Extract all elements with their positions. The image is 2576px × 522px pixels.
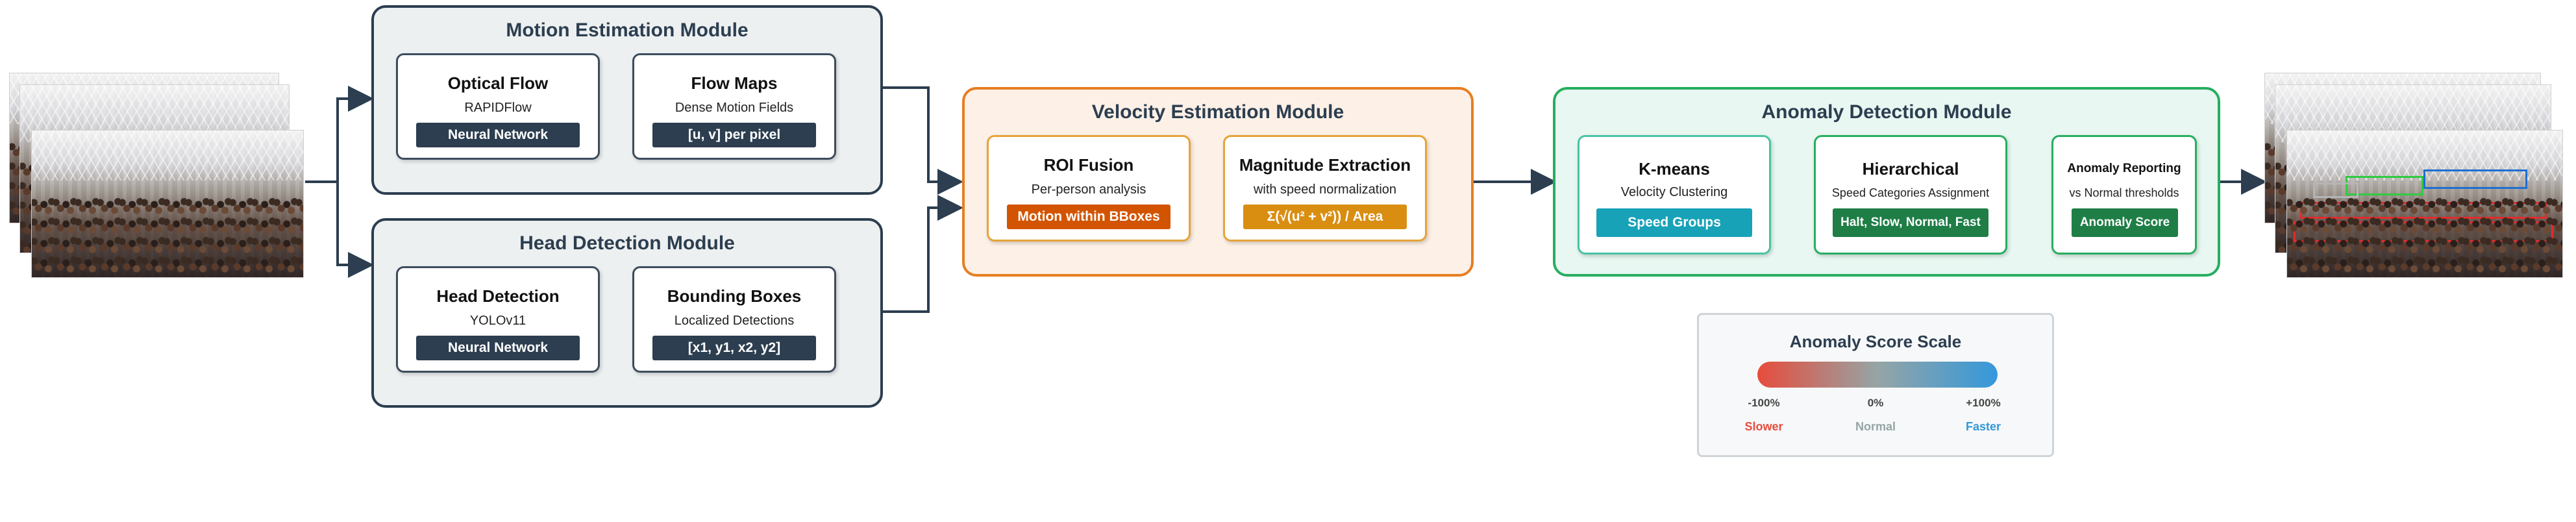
card-title: Flow Maps [691,73,778,93]
detection-box-red [2300,202,2547,219]
card-subtitle: Per-person analysis [1031,182,1146,197]
card-badge: Σ(√(u² + v²)) / Area [1243,205,1407,229]
roi-fusion-card: ROI Fusion Per-person analysis Motion wi… [987,135,1191,242]
scale-title: Anomaly Score Scale [1789,332,1962,351]
card-subtitle: YOLOv11 [469,314,526,328]
detection-box-blue [2423,169,2527,189]
card-title: Hierarchical [1862,159,1959,179]
detection-box-gray [2313,182,2359,198]
card-subtitle: Velocity Clustering [1620,185,1728,199]
card-subtitle: with speed normalization [1253,182,1397,197]
card-badge: [u, v] per pixel [652,123,816,147]
kmeans-card: K-means Velocity Clustering Speed Groups [1578,135,1771,255]
card-title: ROI Fusion [1043,155,1134,175]
anomaly-score-scale: Anomaly Score Scale -100% 0% +100% Slowe… [1697,313,2054,457]
card-badge: Neural Network [416,123,580,147]
card-title: K-means [1639,159,1710,179]
optical-flow-card: Optical Flow RAPIDFlow Neural Network [396,53,600,160]
hierarchical-card: Hierarchical Speed Categories Assignment… [1814,135,2007,255]
detection-box-red [2294,221,2553,242]
card-subtitle: Speed Categories Assignment [1831,186,1990,199]
module-title: Motion Estimation Module [506,19,749,41]
scale-tick-max: +100% [1966,397,2001,409]
head-detection-card: Head Detection YOLOv11 Neural Network [396,266,600,373]
bounding-boxes-card: Bounding Boxes Localized Detections [x1,… [632,266,836,373]
flow-maps-card: Flow Maps Dense Motion Fields [u, v] per… [632,53,836,160]
anomaly-detection-module: Anomaly Detection Module K-means Velocit… [1553,87,2220,277]
detection-box-green [2346,176,2423,195]
card-subtitle: Dense Motion Fields [675,101,794,115]
module-title: Velocity Estimation Module [1091,101,1344,123]
motion-estimation-module: Motion Estimation Module Optical Flow RA… [371,5,883,195]
module-title: Head Detection Module [519,232,735,254]
card-title: Magnitude Extraction [1239,155,1411,175]
velocity-estimation-module: Velocity Estimation Module ROI Fusion Pe… [962,87,1474,277]
card-badge: [x1, y1, x2, y2] [652,336,816,360]
scale-tick-mid: 0% [1867,397,1884,409]
card-badge: Motion within BBoxes [1007,205,1170,229]
anomaly-reporting-card: Anomaly Reporting vs Normal thresholds A… [2051,135,2197,255]
card-title: Bounding Boxes [667,286,802,306]
card-badge: Halt, Slow, Normal, Fast [1833,208,1988,237]
arrow-input-to-head [305,180,374,278]
card-subtitle: RAPIDFlow [464,101,532,115]
scale-gradient-bar [1757,362,1998,388]
card-badge: Anomaly Score [2072,208,2178,237]
card-title: Head Detection [436,286,560,306]
card-badge: Neural Network [416,336,580,360]
scale-word-normal: Normal [1855,420,1896,433]
head-detection-module: Head Detection Module Head Detection YOL… [371,218,883,408]
arrow-motion-to-velocity [883,86,963,195]
card-title: Anomaly Reporting [2067,162,2181,175]
output-frame-front [2286,130,2563,278]
arrow-input-to-motion [305,86,374,183]
scale-tick-min: -100% [1748,397,1780,409]
scale-word-faster: Faster [1965,420,2001,433]
card-subtitle: Localized Detections [674,314,795,328]
scale-word-slower: Slower [1744,420,1783,433]
magnitude-extraction-card: Magnitude Extraction with speed normaliz… [1223,135,1427,242]
module-title: Anomaly Detection Module [1761,101,2012,123]
arrow-head-to-velocity [883,195,963,313]
card-badge: Speed Groups [1596,208,1752,237]
input-frame-front [31,130,304,278]
card-subtitle: vs Normal thresholds [2069,186,2179,199]
card-title: Optical Flow [447,73,549,93]
